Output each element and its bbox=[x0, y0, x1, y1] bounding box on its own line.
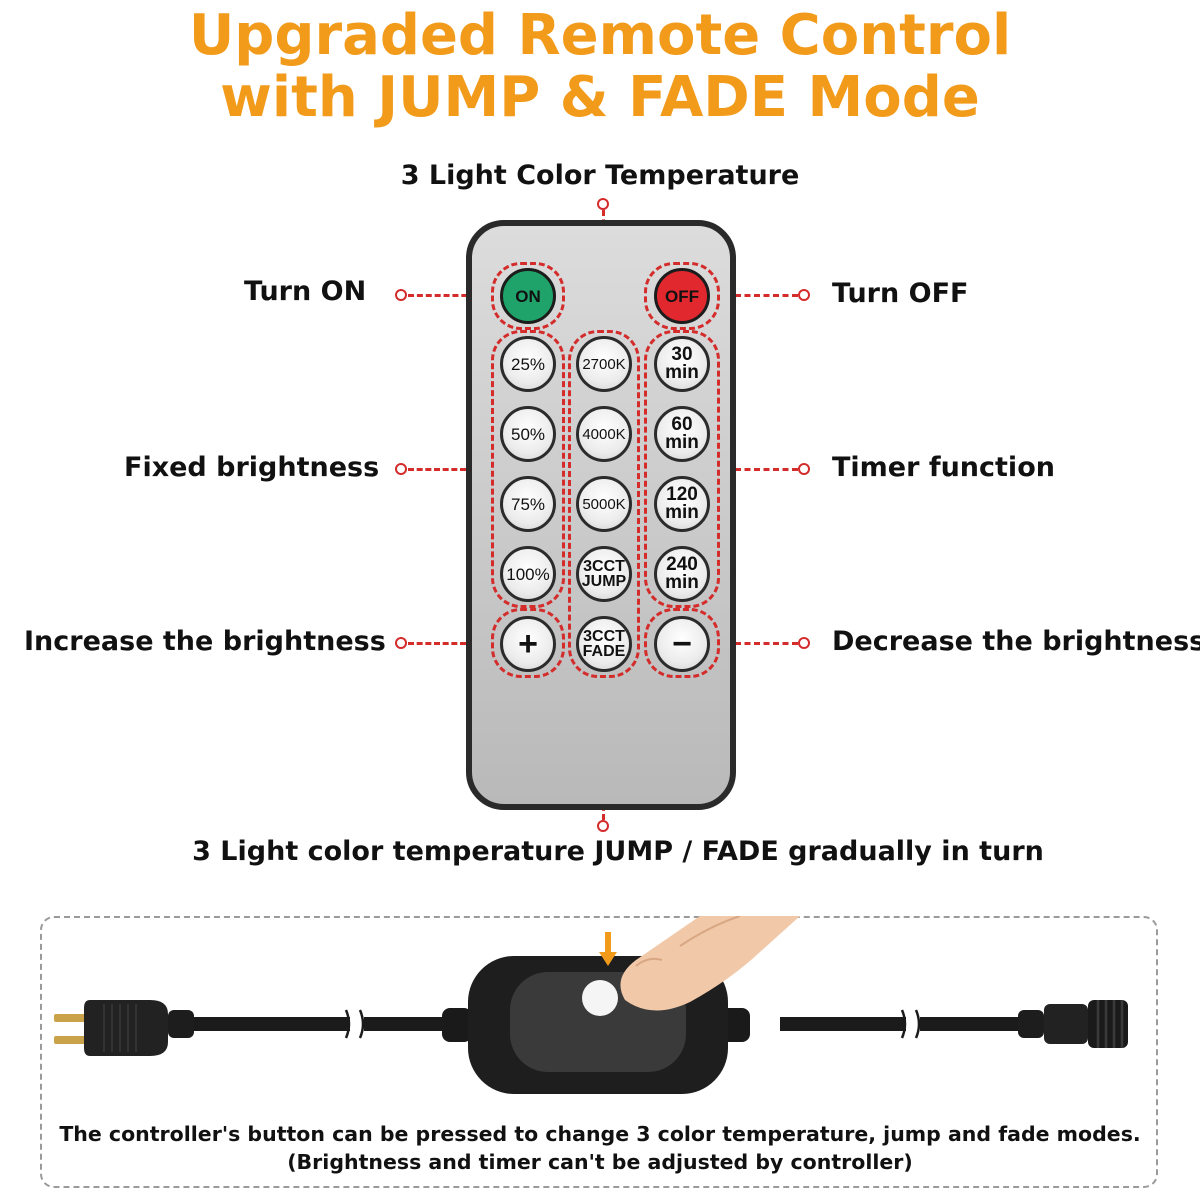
connector-line-off bbox=[716, 294, 798, 297]
group-fixed-brightness bbox=[491, 330, 565, 608]
connector-line-fixed bbox=[408, 468, 492, 471]
timer-120-button[interactable]: 120 min bbox=[654, 476, 710, 532]
cct-2700k-button[interactable]: 2700K bbox=[576, 336, 632, 392]
controller-button bbox=[582, 980, 618, 1016]
connector-line-timer bbox=[716, 468, 798, 471]
label-increase-brightness: Increase the brightness bbox=[24, 626, 386, 657]
brightness-25-button[interactable]: 25% bbox=[500, 336, 556, 392]
connector-line-on bbox=[408, 294, 494, 297]
timer-60-number: 60 bbox=[671, 414, 693, 435]
label-decrease-brightness: Decrease the brightness bbox=[832, 626, 1200, 657]
cct-4000k-button[interactable]: 4000K bbox=[576, 406, 632, 462]
cable-break-right bbox=[900, 1009, 921, 1039]
group-off bbox=[644, 262, 720, 330]
label-jump-fade: 3 Light color temperature JUMP / FADE gr… bbox=[192, 836, 1044, 867]
group-on bbox=[491, 262, 565, 330]
cct-fade-button[interactable]: 3CCT FADE bbox=[576, 616, 632, 672]
title-line-1: Upgraded Remote Control bbox=[188, 3, 1012, 68]
timer-60-unit: min bbox=[665, 432, 699, 453]
label-turn-on: Turn ON bbox=[244, 276, 367, 307]
off-button[interactable]: OFF bbox=[654, 268, 710, 324]
connector-dot-bottom bbox=[597, 820, 609, 832]
cct-jump-line-2: JUMP bbox=[581, 573, 627, 590]
finger-icon bbox=[620, 916, 800, 1011]
controller-collar-left bbox=[442, 1008, 472, 1042]
controller-illustration bbox=[54, 916, 1128, 1094]
minus-button[interactable]: − bbox=[654, 616, 710, 672]
cct-fade-line-1: 3CCT bbox=[583, 628, 625, 645]
cct-fade-line-2: FADE bbox=[582, 643, 626, 660]
cct-jump-button[interactable]: 3CCT JUMP bbox=[576, 546, 632, 602]
timer-240-button[interactable]: 240 min bbox=[654, 546, 710, 602]
brightness-100-button[interactable]: 100% bbox=[500, 546, 556, 602]
label-color-temperature: 3 Light Color Temperature bbox=[400, 160, 800, 191]
connector-dot-off bbox=[798, 289, 810, 301]
cable-right bbox=[780, 1017, 1020, 1031]
label-timer-function: Timer function bbox=[832, 452, 1055, 483]
cct-jump-line-1: 3CCT bbox=[583, 558, 625, 575]
title-line-2: with JUMP & FADE Mode bbox=[220, 65, 980, 130]
timer-30-button[interactable]: 30 min bbox=[654, 336, 710, 392]
timer-120-unit: min bbox=[665, 502, 699, 523]
timer-240-unit: min bbox=[665, 572, 699, 593]
cable-break-left bbox=[344, 1009, 365, 1039]
waterproof-connector bbox=[1018, 1000, 1128, 1048]
cct-5000k-button[interactable]: 5000K bbox=[576, 476, 632, 532]
controller-panel bbox=[40, 916, 1158, 1188]
connector-dot-fixed bbox=[395, 463, 407, 475]
timer-240-number: 240 bbox=[666, 554, 698, 575]
connector-dot-timer bbox=[798, 463, 810, 475]
label-turn-off: Turn OFF bbox=[832, 278, 969, 309]
connector-dot-on bbox=[395, 289, 407, 301]
timer-30-unit: min bbox=[665, 362, 699, 383]
group-decrease bbox=[644, 608, 720, 678]
timer-120-number: 120 bbox=[666, 484, 698, 505]
timer-30-number: 30 bbox=[671, 344, 693, 365]
controller-caption-1: The controller's button can be pressed t… bbox=[59, 1122, 1141, 1146]
timer-60-button[interactable]: 60 min bbox=[654, 406, 710, 462]
label-fixed-brightness: Fixed brightness bbox=[124, 452, 380, 483]
plus-button[interactable]: + bbox=[500, 616, 556, 672]
connector-dot-top bbox=[597, 198, 609, 210]
plug bbox=[54, 1000, 194, 1056]
group-timer bbox=[644, 330, 720, 608]
group-increase bbox=[491, 608, 565, 678]
on-button[interactable]: ON bbox=[500, 268, 556, 324]
brightness-50-button[interactable]: 50% bbox=[500, 406, 556, 462]
brightness-75-button[interactable]: 75% bbox=[500, 476, 556, 532]
cable-left bbox=[190, 1017, 490, 1031]
connector-line-decrease bbox=[716, 642, 798, 645]
connector-dot-increase bbox=[395, 637, 407, 649]
press-arrow-icon bbox=[599, 932, 617, 966]
group-color-temperature bbox=[568, 330, 640, 678]
connector-dot-decrease bbox=[798, 637, 810, 649]
controller-caption-2: (Brightness and timer can't be adjusted … bbox=[287, 1150, 913, 1174]
connector-line-increase bbox=[408, 642, 492, 645]
